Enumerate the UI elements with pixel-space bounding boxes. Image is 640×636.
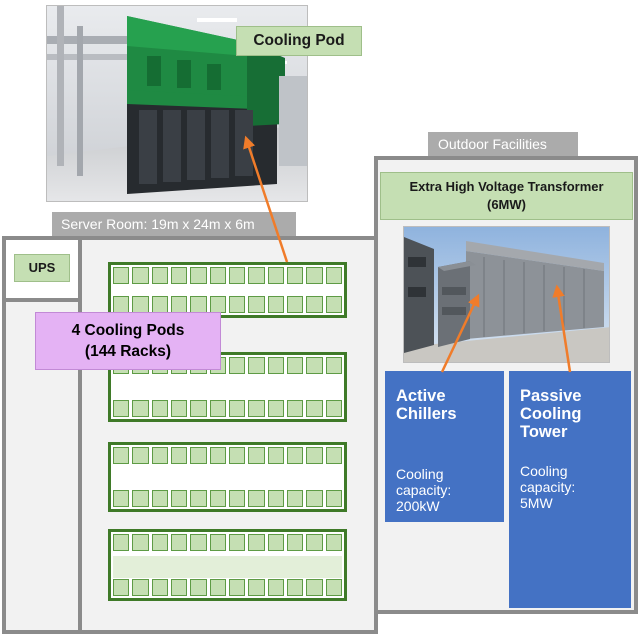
passive-cooling-tower-title-line1: Passive [520,387,582,405]
active-chillers-box: Active Chillers Cooling capacity: 200kW [385,371,504,522]
passive-cooling-tower-title-line2: Cooling [520,405,582,423]
transformer-label-line2: (6MW) [487,197,526,212]
server-room-label: Server Room: 19m x 24m x 6m [52,212,296,236]
passive-cooling-tower-title: Passive Cooling Tower [520,387,581,441]
cooling-pods-count-line2: (144 Racks) [84,343,172,360]
cooling-pod-row-3 [108,442,347,512]
rack-strip [113,267,342,284]
active-chillers-title-line1: Active [396,387,446,405]
active-chillers-capacity-line3: 200kW [396,498,440,514]
transformer-label: Extra High Voltage Transformer (6MW) [380,172,633,220]
passive-cooling-tower-capacity-line2: capacity: [520,479,576,495]
rack-strip [113,579,342,596]
chiller-tower-photo [403,226,610,363]
active-chillers-capacity-line1: Cooling [396,466,444,482]
passive-cooling-tower-capacity-line1: Cooling [520,463,568,479]
cooling-pods-count-label: 4 Cooling Pods (144 Racks) [35,312,221,370]
server-room-side-corridor [2,236,82,634]
rack-strip [113,490,342,507]
passive-cooling-tower-title-line3: Tower [520,423,568,441]
passive-cooling-tower-capacity: Cooling capacity: 5MW [520,463,575,511]
rack-strip [113,296,342,313]
passive-cooling-tower-capacity-line3: 5MW [520,495,553,511]
active-chillers-capacity-line2: capacity: [396,482,452,498]
passive-cooling-tower-box: Passive Cooling Tower Cooling capacity: … [509,371,631,608]
ups-box: UPS [2,236,82,302]
active-chillers-capacity: Cooling capacity: 200kW [396,466,451,514]
transformer-label-line1: Extra High Voltage Transformer [409,179,604,194]
cooling-pod-label: Cooling Pod [236,26,362,56]
active-chillers-title: Active Chillers [396,387,457,423]
cooling-pod-row-1 [108,262,347,318]
rack-strip [113,534,342,551]
rack-strip-wide [113,556,342,578]
cooling-pods-count-line1: 4 Cooling Pods [71,322,185,339]
ups-label: UPS [14,254,70,282]
active-chillers-title-line2: Chillers [396,405,457,423]
rack-strip [113,447,342,464]
cooling-pod-row-4 [108,529,347,601]
outdoor-facilities-label: Outdoor Facilities [428,132,578,156]
rack-strip [113,400,342,417]
